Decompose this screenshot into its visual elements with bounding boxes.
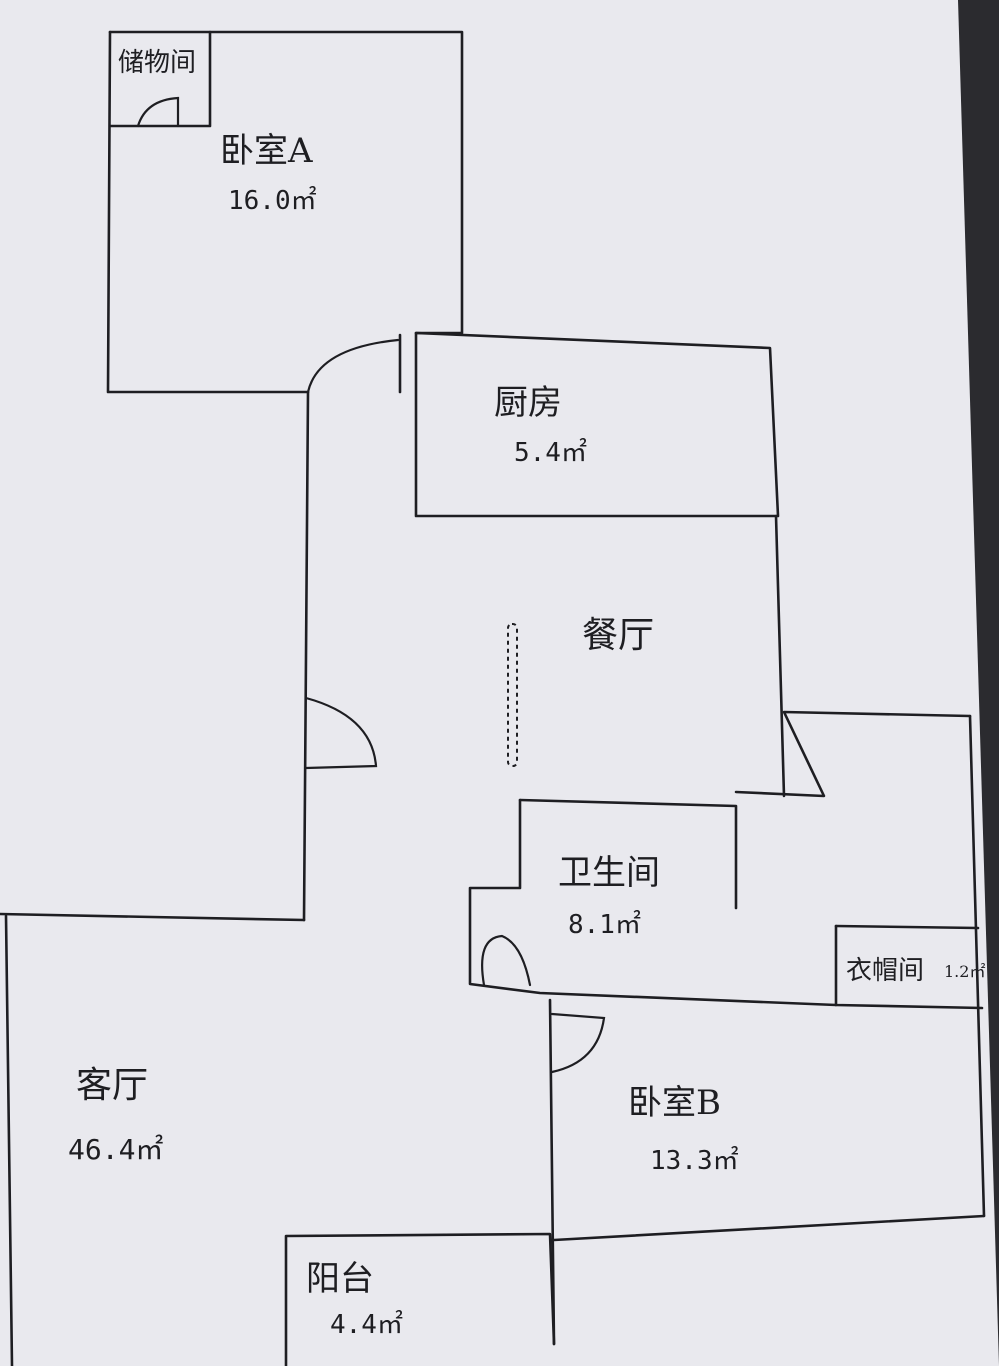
balcony-label: 阳台 — [306, 1259, 374, 1299]
bedroom-b-west-wall — [548, 998, 556, 1346]
bedroom-a-label: 卧室A — [220, 131, 313, 171]
balcony-area: 4.4㎡ — [330, 1310, 403, 1340]
cloakroom-label: 衣帽间 — [846, 956, 925, 986]
living-room-west-wall — [4, 914, 14, 1366]
living-room-area: 46.4㎡ — [68, 1133, 164, 1166]
balcony-walls — [284, 1232, 556, 1366]
bathroom-label: 卫生间 — [558, 853, 660, 893]
living-room-walls — [0, 912, 306, 922]
kitchen-area: 5.4㎡ — [514, 438, 587, 468]
bedroom-b-area: 13.3㎡ — [650, 1146, 739, 1176]
kitchen-walls — [414, 331, 780, 518]
bathroom-area: 8.1㎡ — [568, 910, 641, 940]
dining-partition — [507, 623, 518, 767]
kitchen-label: 厨房 — [494, 383, 562, 423]
corridor-door — [304, 696, 378, 770]
living-room-label: 客厅 — [76, 1065, 149, 1106]
storage-label: 储物间 — [118, 48, 197, 78]
bathroom-west-walls — [468, 798, 838, 1007]
bedroom-a-door — [306, 338, 400, 394]
bedroom-a-west-wall — [106, 30, 310, 394]
cloakroom-top — [834, 924, 980, 930]
bathroom-door — [481, 934, 532, 987]
bedroom-b-east-wall — [968, 714, 986, 1218]
dining-east-wall — [774, 514, 786, 798]
bedroom-b-south-wall — [552, 1214, 986, 1242]
bedroom-b-north-walls — [734, 710, 972, 798]
dining-label: 餐厅 — [582, 615, 655, 656]
cloakroom-area: 1.2㎡ — [944, 962, 986, 981]
bedroom-b-label: 卧室B — [628, 1083, 721, 1123]
bathroom-walls — [518, 798, 738, 910]
storage-door — [136, 96, 180, 128]
corridor-west-wall — [302, 390, 310, 922]
bedroom-a-area: 16.0㎡ — [228, 186, 317, 216]
cloakroom-walls — [834, 924, 984, 1010]
bedroom-b-door — [550, 1012, 606, 1074]
storage-walls — [108, 30, 212, 128]
